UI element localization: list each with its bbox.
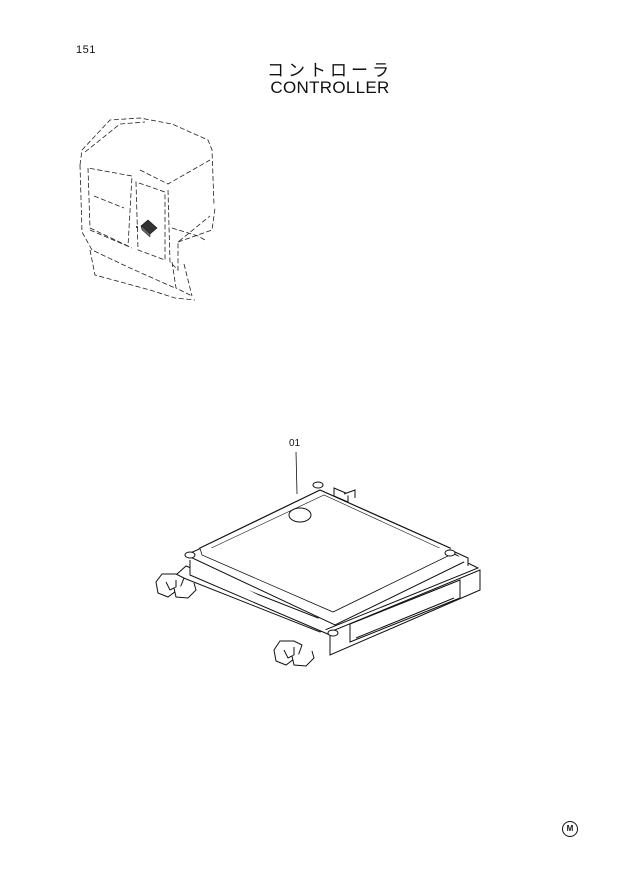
- callout-01: 01: [289, 438, 301, 449]
- controller-location-marker: [136, 219, 158, 238]
- controller-unit: [155, 481, 481, 667]
- cab-location-view: [79, 117, 216, 301]
- corner-mark: M: [562, 821, 578, 837]
- page-number: 151: [76, 44, 96, 56]
- callout-leader-line: [295, 451, 298, 495]
- page-title-japanese: コントローラ: [267, 61, 393, 81]
- page-title-english: CONTROLLER: [270, 78, 390, 97]
